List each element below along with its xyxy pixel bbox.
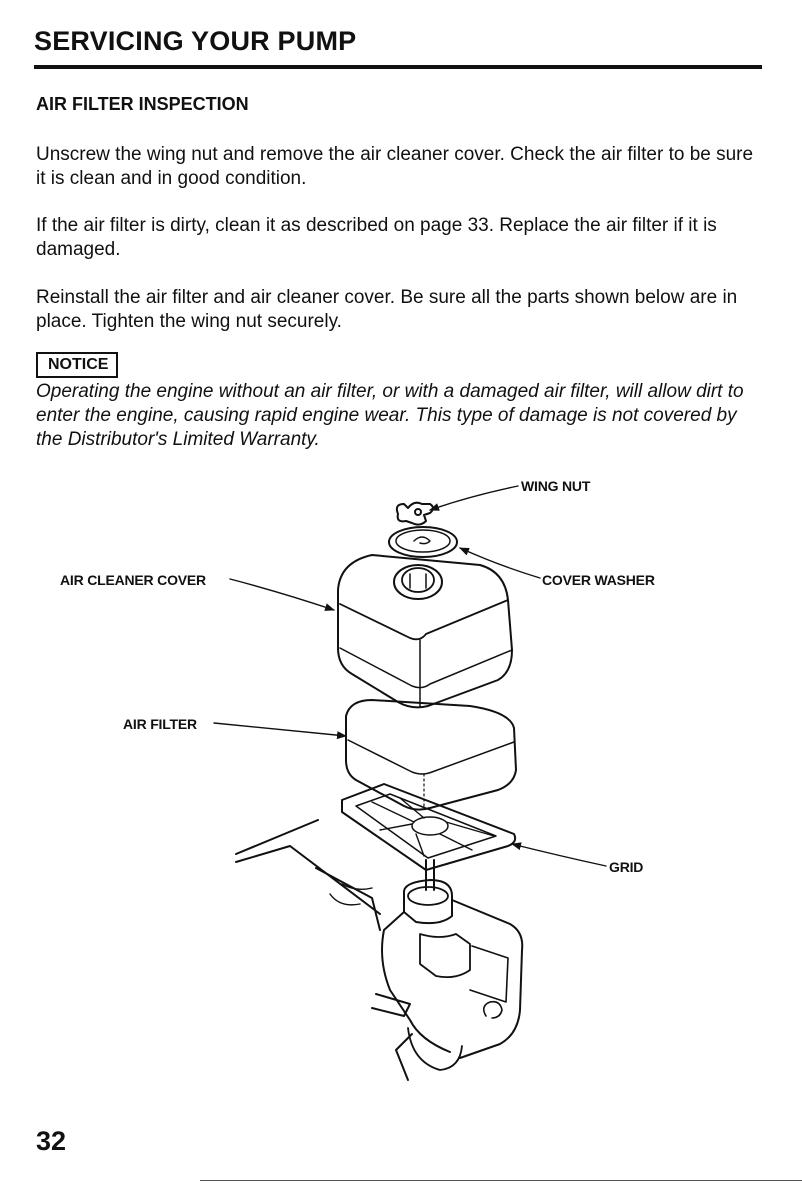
callout-leaders [213,485,607,867]
paragraph-reinstall: Reinstall the air filter and air cleaner… [36,287,738,332]
callout-grid: GRID [609,859,644,875]
stud-part [425,859,435,891]
callout-wing-nut: WING NUT [521,478,591,494]
engine-body-part [235,819,524,1081]
cover-washer-part [388,526,458,558]
footer-rule [200,1180,802,1181]
callout-air-cleaner-cover: AIR CLEANER COVER [60,572,206,588]
title-rule [34,65,762,69]
air-filter-part [345,699,517,811]
air-cleaner-cover-part [337,554,513,709]
paragraph-remove-cover: Unscrew the wing nut and remove the air … [36,144,754,189]
notice-badge: NOTICE [36,352,119,378]
wing-nut-part [395,501,434,526]
leader-cover-washer [459,547,541,579]
section-heading: AIR FILTER INSPECTION [36,94,249,114]
leader-wing-nut [429,485,519,511]
leader-grid [511,842,607,867]
paragraph-clean-filter: If the air filter is dirty, clean it as … [36,215,717,260]
page-title: SERVICING YOUR PUMP [34,26,357,56]
grid-part [341,783,517,871]
callout-air-filter: AIR FILTER [123,716,197,732]
leader-air-filter [213,722,347,740]
callout-cover-washer: COVER WASHER [542,572,655,588]
notice-text: Operating the engine without an air filt… [36,381,744,450]
page-number: 32 [36,1126,67,1156]
leader-air-cleaner-cover [229,578,335,611]
